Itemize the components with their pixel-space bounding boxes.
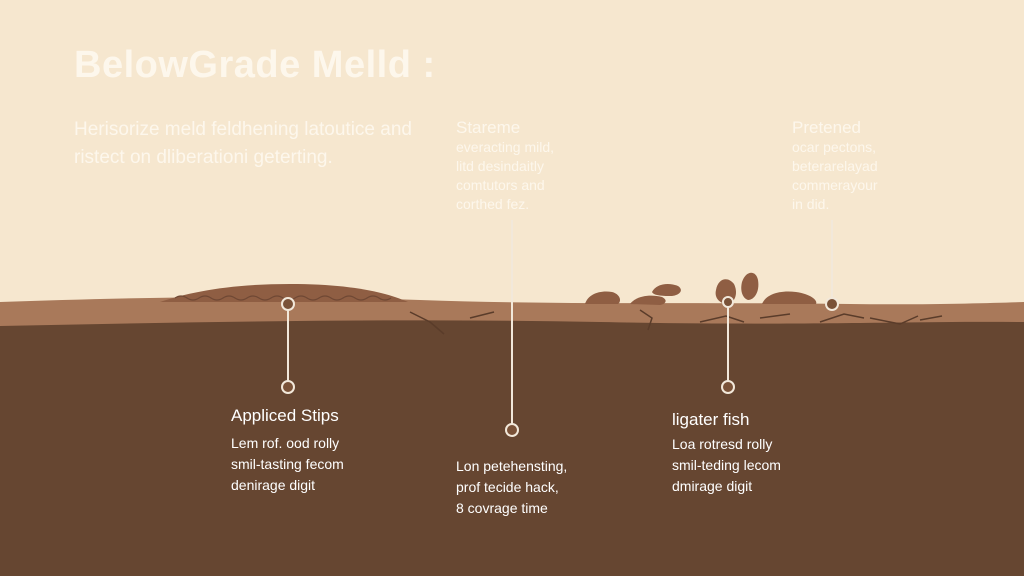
root-cracks <box>409 309 943 335</box>
rock-5 <box>741 272 759 300</box>
rock-3 <box>652 284 681 296</box>
layer-3-heading: ligater fish <box>672 410 750 429</box>
marker-dot-4 <box>825 297 839 311</box>
mound-texture <box>174 295 392 301</box>
diagram-subtitle: Herisorize meld feldhening latoutice and… <box>74 119 412 168</box>
marker-dot-3b <box>721 380 735 394</box>
layer-3-text: Loa rotresd rolly smil-teding lecom dmir… <box>672 436 781 494</box>
marker-dot-2 <box>505 423 519 437</box>
marker-dot-1a <box>281 297 295 311</box>
layer-2-text: Lon petehensting, prof tecide hack, 8 co… <box>456 458 568 516</box>
callout-2-heading: Pretened <box>792 118 861 137</box>
rock-2 <box>630 295 666 305</box>
marker-dot-1b <box>281 380 295 394</box>
callout-2-text: ocar pectons, beterarelayad commerayour … <box>792 139 878 212</box>
rock-1 <box>585 291 620 304</box>
soil-mound <box>160 284 408 302</box>
diagram-title: BelowGrade Melld : <box>74 44 436 86</box>
layer-1-text: Lem rof. ood rolly smil-tasting fecom de… <box>231 435 344 493</box>
layer-1-heading: Appliced Stips <box>231 406 339 425</box>
marker-dot-3a <box>722 296 734 308</box>
rock-6 <box>762 291 817 304</box>
subsoil-layer <box>0 320 1024 576</box>
callout-1-heading: Stareme <box>456 118 521 137</box>
callout-1-text: everacting mild, litd desindaitly comtut… <box>456 139 555 212</box>
